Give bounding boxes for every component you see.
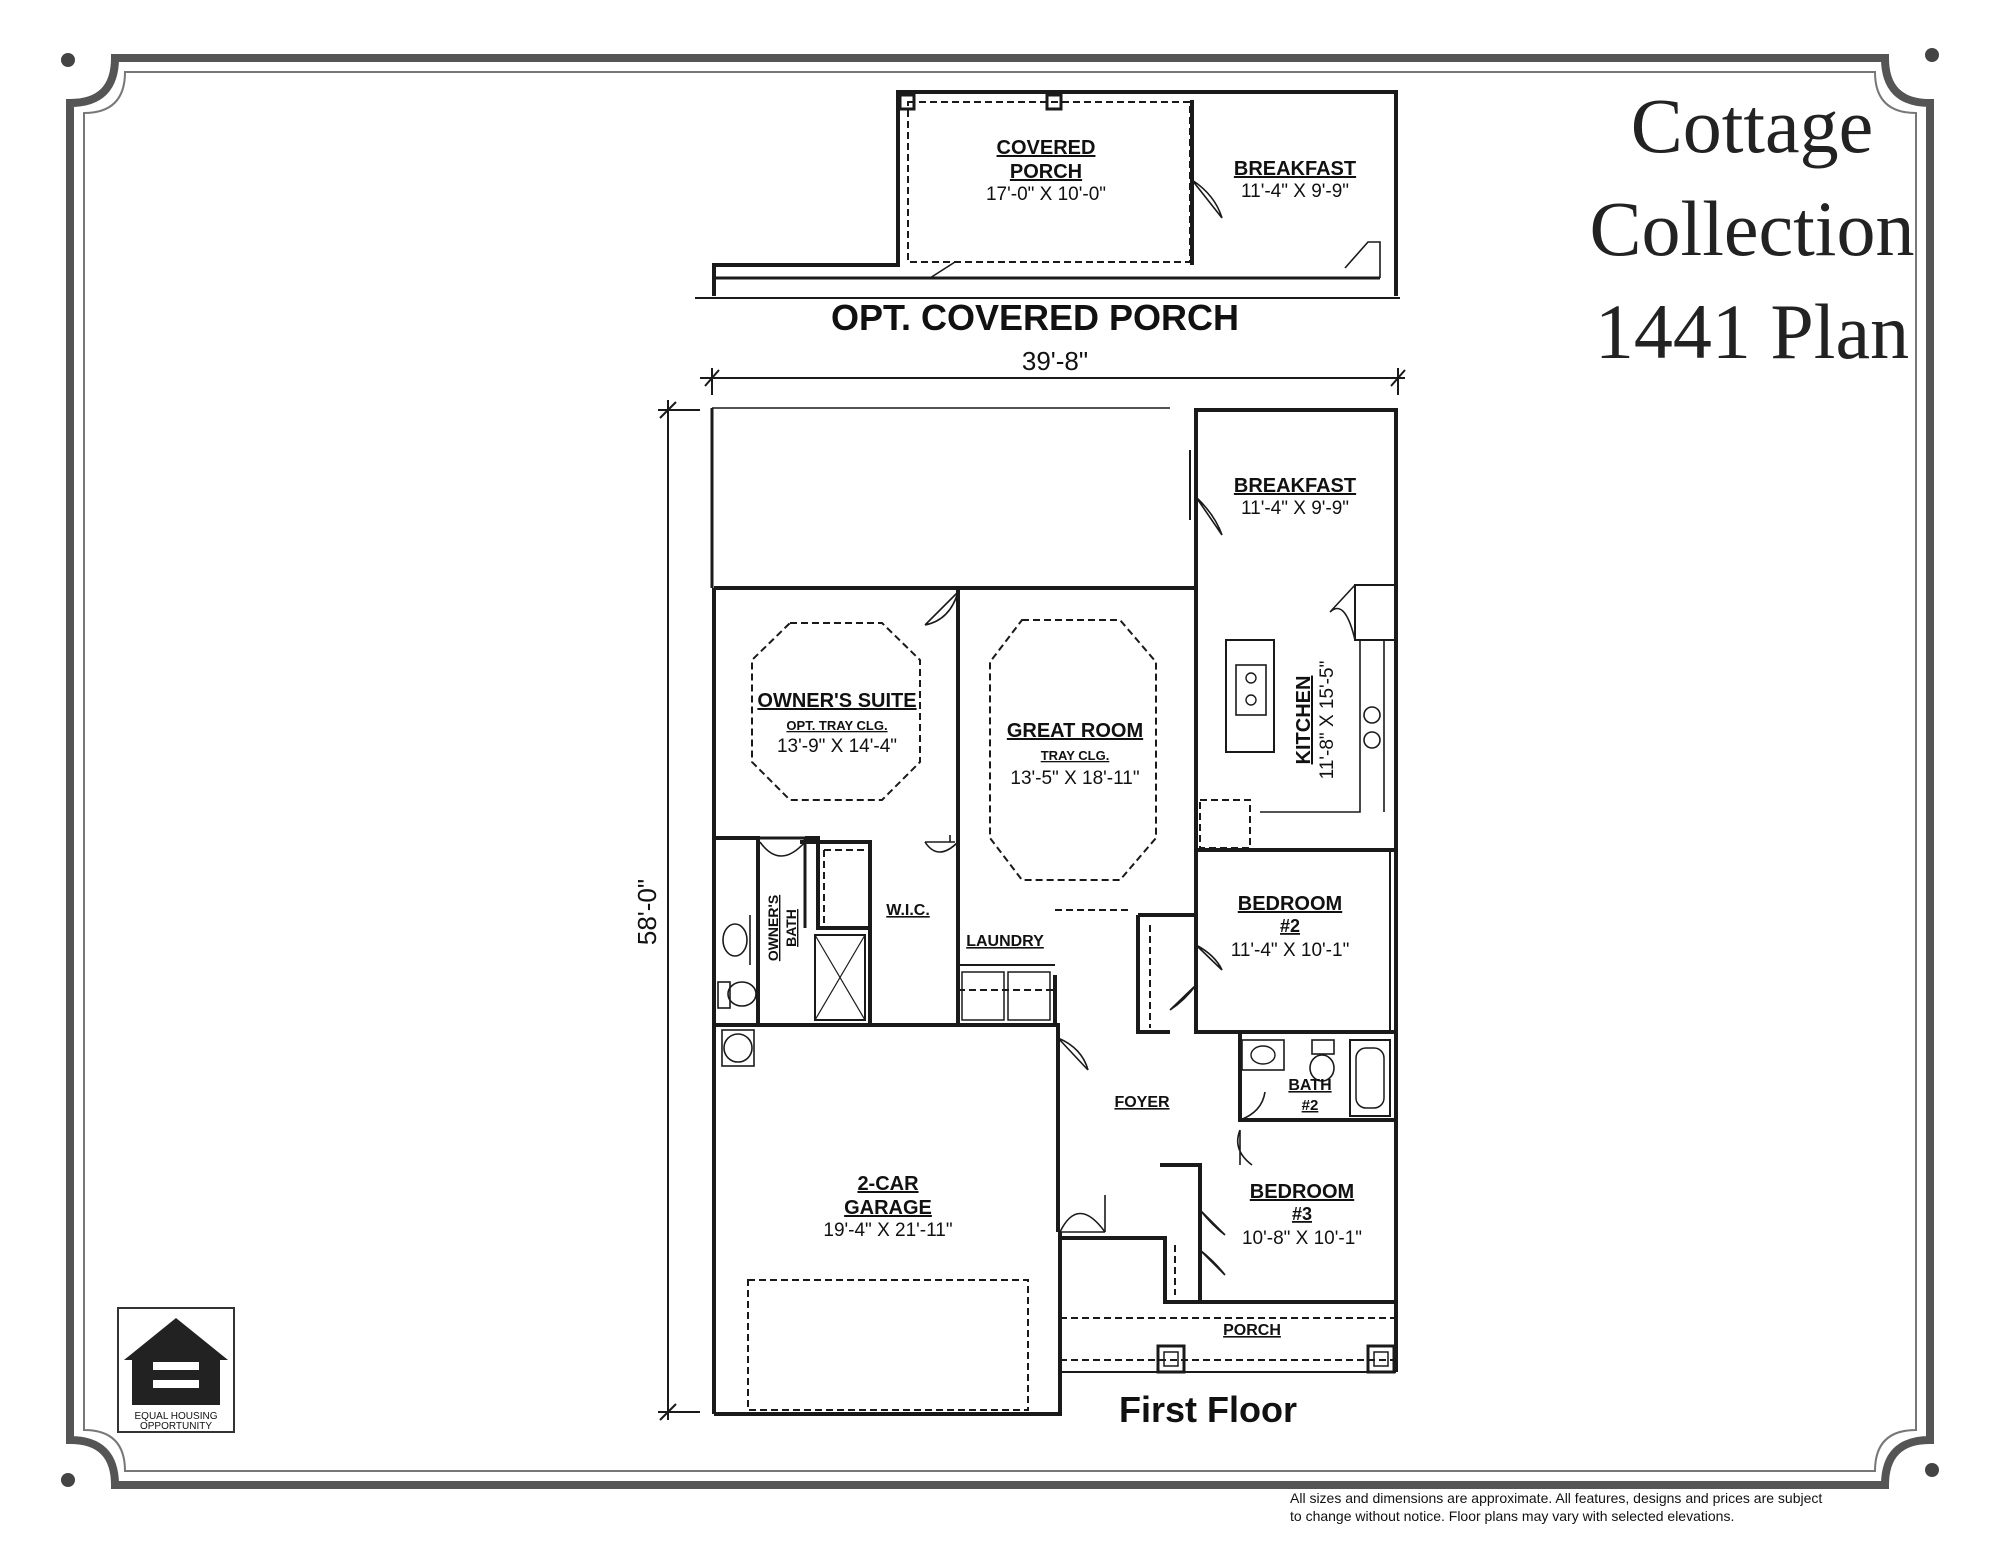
foyer-label: FOYER — [1114, 1094, 1170, 1111]
opt-breakfast-dim: 11'-4" X 9'-9" — [1241, 181, 1349, 202]
owners-bath-label-2: BATH — [783, 909, 799, 947]
great-room-note: TRAY CLG. — [1041, 748, 1110, 763]
disclaimer-line-1: All sizes and dimensions are approximate… — [1290, 1490, 1822, 1506]
opt-breakfast-label: BREAKFAST — [1234, 158, 1356, 180]
porch-label: PORCH — [1223, 1322, 1281, 1339]
bedroom3-dim: 10'-8" X 10'-1" — [1242, 1228, 1362, 1249]
corner-dot — [61, 53, 75, 67]
title-line-2: Collection — [1590, 185, 1915, 272]
garage-label-1: 2-CAR — [857, 1173, 919, 1195]
opt-porch-title: OPT. COVERED PORCH — [831, 297, 1239, 338]
bedroom3-label-1: BEDROOM — [1250, 1181, 1354, 1203]
breakfast-label: BREAKFAST — [1234, 475, 1356, 497]
garage-dim: 19'-4" X 21'-11" — [823, 1220, 952, 1241]
decorative-frame — [61, 48, 1939, 1489]
corner-dot — [61, 1473, 75, 1487]
breakfast-dim: 11'-4" X 9'-9" — [1241, 498, 1349, 519]
title-line-1: Cottage — [1631, 82, 1874, 169]
great-room-dim: 13'-5" X 18'-11" — [1010, 768, 1139, 789]
kitchen-dim: 11'-8" X 15'-5" — [1317, 661, 1338, 780]
optional-porch-inset: COVERED PORCH 17'-0" X 10'-0" BREAKFAST … — [695, 90, 1400, 338]
floor-title: First Floor — [1119, 1389, 1297, 1430]
disclaimer-line-2: to change without notice. Floor plans ma… — [1290, 1508, 1734, 1524]
opt-covered-porch-dim: 17'-0" X 10'-0" — [986, 184, 1106, 205]
disclaimer: All sizes and dimensions are approximate… — [1290, 1490, 1822, 1524]
plan-title: Cottage Collection 1441 Plan — [1590, 82, 1915, 375]
house-icon — [124, 1318, 228, 1405]
great-room-label: GREAT ROOM — [1007, 720, 1143, 742]
kitchen-label: KITCHEN — [1293, 676, 1315, 765]
bedroom2-label-2: #2 — [1280, 916, 1300, 936]
logo-text-2: OPPORTUNITY — [140, 1421, 212, 1432]
laundry-label: LAUNDRY — [966, 933, 1044, 950]
equal-housing-logo: EQUAL HOUSING OPPORTUNITY — [117, 1307, 235, 1433]
owners-suite-label: OWNER'S SUITE — [757, 690, 916, 712]
owners-suite-note: OPT. TRAY CLG. — [786, 718, 887, 733]
first-floor-plan: BREAKFAST 11'-4" X 9'-9" OWNER'S SUITE O… — [710, 407, 1398, 1416]
wic-label: W.I.C. — [886, 902, 930, 919]
corner-dot — [1925, 1463, 1939, 1477]
bedroom3-label-2: #3 — [1292, 1204, 1312, 1224]
overall-width-dim: 39'-8" — [1022, 346, 1088, 376]
overall-depth-dim: 58'-0" — [632, 879, 662, 945]
title-line-3: 1441 Plan — [1595, 288, 1909, 375]
dimension-lines: 39'-8" 58'-0" — [632, 346, 1406, 1421]
bath2-label-2: #2 — [1302, 1097, 1319, 1114]
bedroom2-label-1: BEDROOM — [1238, 893, 1342, 915]
owners-suite-dim: 13'-9" X 14'-4" — [777, 736, 897, 757]
opt-covered-porch-label-2: PORCH — [1010, 161, 1082, 183]
corner-dot — [1925, 48, 1939, 62]
logo-text-1: EQUAL HOUSING — [135, 1411, 218, 1422]
bath2-label-1: BATH — [1288, 1077, 1331, 1094]
owners-bath-label-1: OWNER'S — [765, 895, 781, 961]
bedroom2-dim: 11'-4" X 10'-1" — [1231, 940, 1350, 961]
opt-covered-porch-label-1: COVERED — [997, 137, 1096, 159]
garage-label-2: GARAGE — [844, 1197, 932, 1219]
